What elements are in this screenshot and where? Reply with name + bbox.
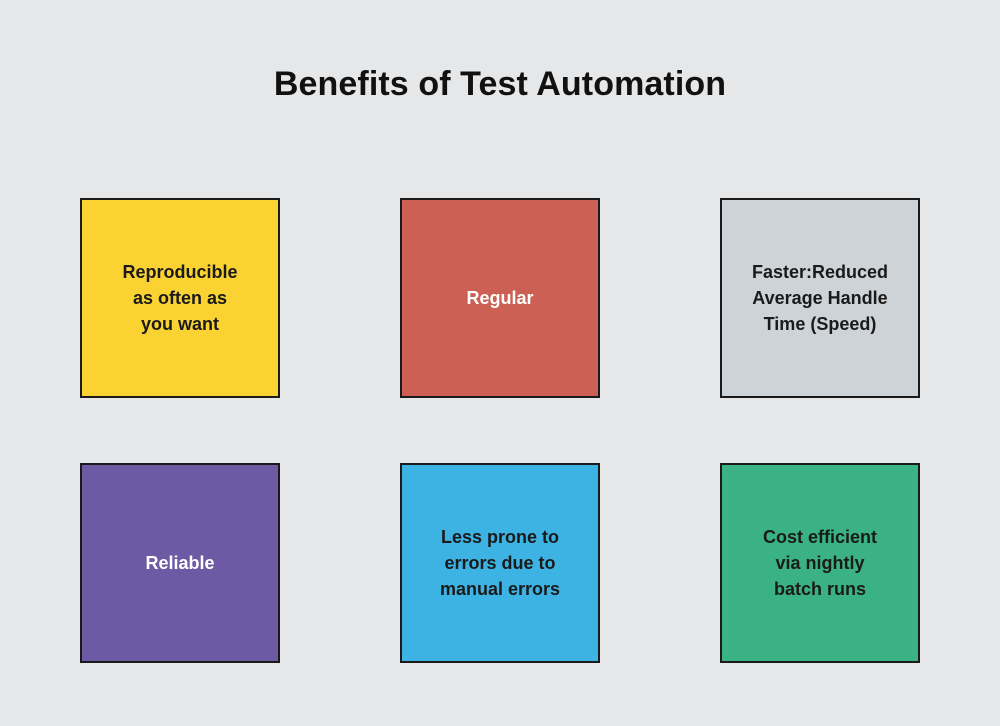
benefit-card-cost-efficient[interactable]: Cost efficient via nightly batch runs	[720, 463, 920, 663]
benefit-card-label: Less prone to errors due to manual error…	[439, 527, 561, 599]
benefit-card-label: Regular	[466, 288, 534, 308]
benefit-card-label: Reproducible as often as you want	[122, 262, 238, 334]
benefit-card-regular[interactable]: Regular	[400, 198, 600, 398]
benefit-card-faster[interactable]: Faster:Reduced Average Handle Time (Spee…	[720, 198, 920, 398]
benefits-grid: Reproducible as often as you want Regula…	[80, 198, 920, 663]
benefit-card-less-prone-to-errors[interactable]: Less prone to errors due to manual error…	[400, 463, 600, 663]
benefit-card-label: Reliable	[145, 553, 215, 573]
benefit-card-reliable[interactable]: Reliable	[80, 463, 280, 663]
benefit-card-label: Cost efficient via nightly batch runs	[762, 527, 877, 599]
benefit-card-reproducible[interactable]: Reproducible as often as you want	[80, 198, 280, 398]
page-title: Benefits of Test Automation	[273, 65, 727, 103]
benefit-card-label: Faster:Reduced Average Handle Time (Spee…	[751, 262, 889, 334]
